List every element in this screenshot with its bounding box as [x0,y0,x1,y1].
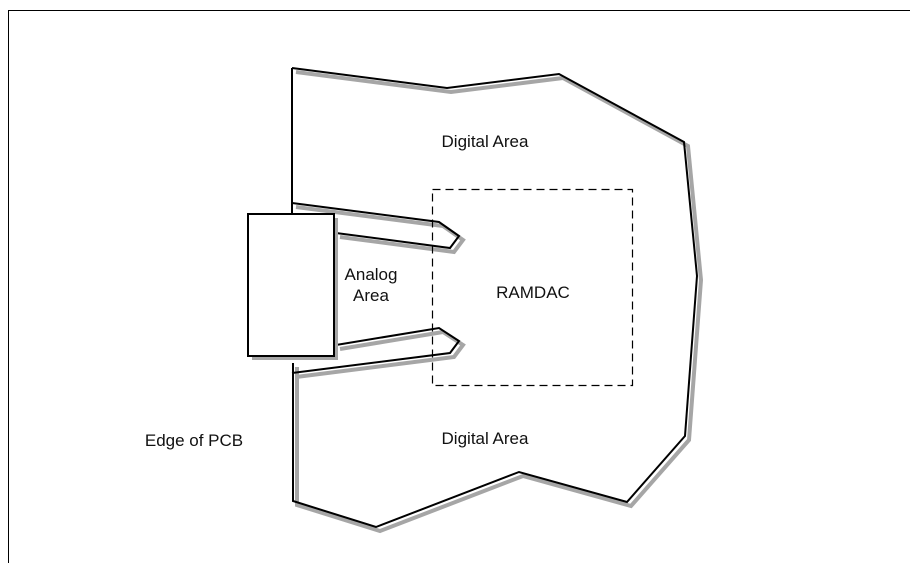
analog-area-lower-prong [291,326,461,374]
analog-area-label-line1: Analog [345,265,398,284]
analog-area-upper-prong [291,202,461,250]
digital-area-bottom-label: Digital Area [442,429,529,448]
analog-area-label-line2: Area [353,286,389,305]
digital-area-top-label: Digital Area [442,132,529,151]
board-outline-shadow [295,70,704,534]
board-outline [291,67,699,529]
ramdac-label: RAMDAC [496,283,570,302]
analog-area-shadow [295,205,466,255]
edge-of-pcb-label: Edge of PCB [145,431,243,450]
analog-area-shadow-lower [295,329,466,379]
ramdac-region [431,188,634,387]
connector [247,213,335,357]
